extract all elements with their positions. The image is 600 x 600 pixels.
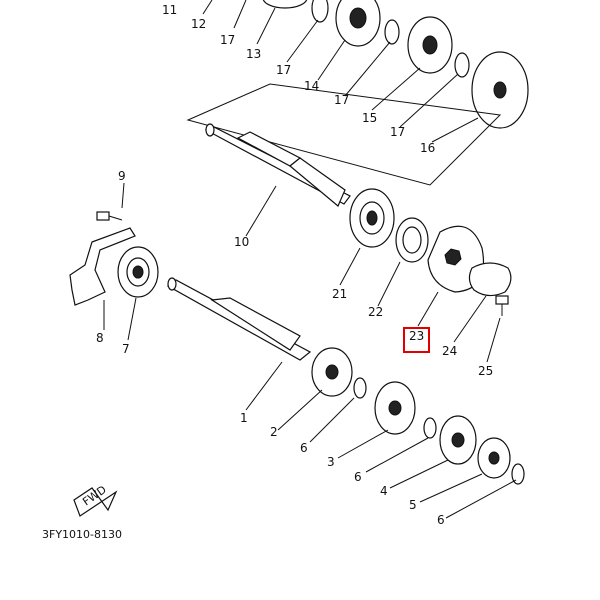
label-6: 6 (437, 513, 445, 527)
circlip-17a (384, 19, 400, 45)
label-21: 21 (332, 287, 347, 301)
label-1: 1 (240, 411, 248, 425)
circlip-6b (423, 417, 437, 439)
drive-axle (204, 123, 351, 207)
label-17: 17 (276, 63, 291, 77)
label-17: 17 (220, 33, 235, 47)
label-22: 22 (368, 305, 383, 319)
label-10: 10 (234, 235, 249, 249)
circlip-17b (454, 52, 470, 78)
label-6: 6 (354, 470, 362, 484)
bolt-9 (96, 211, 123, 221)
bearing-7 (117, 246, 159, 298)
retainer-24 (468, 262, 512, 297)
label-8: 8 (96, 331, 104, 345)
lower-gear-train (311, 347, 525, 485)
top-gear-cluster (262, 0, 529, 129)
bracket-8 (69, 227, 136, 306)
label-9: 9 (118, 169, 126, 183)
oil-seal-22 (395, 217, 429, 263)
bolt-25 (495, 295, 509, 316)
label-5: 5 (409, 498, 417, 512)
label-3: 3 (327, 455, 335, 469)
fwd-arrow-icon: FWD (73, 483, 118, 517)
label-2: 2 (270, 425, 278, 439)
main-axle-1 (166, 277, 312, 361)
circlip-6c (511, 463, 525, 485)
leader-lines (103, 0, 517, 519)
label-11: 11 (162, 3, 177, 17)
top-gear-partial (262, 0, 308, 9)
label-7: 7 (122, 342, 130, 356)
label-17: 17 (390, 125, 405, 139)
drive-axle-box (186, 83, 502, 186)
label-6: 6 (300, 441, 308, 455)
label-23: 23 (409, 329, 424, 343)
label-13: 13 (246, 47, 261, 61)
label-12: 12 (191, 17, 206, 31)
label-17: 17 (334, 93, 349, 107)
label-24: 24 (442, 344, 457, 358)
part-labels: 11 12 17 13 17 14 17 15 17 16 9 10 21 22… (96, 3, 493, 527)
label-16: 16 (420, 141, 435, 155)
label-15: 15 (362, 111, 377, 125)
label-4: 4 (380, 484, 388, 498)
highlight-box (403, 327, 430, 353)
label-25: 25 (478, 364, 493, 378)
circlip-top (311, 0, 329, 23)
label-14: 14 (304, 79, 319, 93)
part-code: 3FY1010-8130 (42, 528, 122, 541)
circlip-6a (353, 377, 367, 399)
bearing-21 (349, 188, 395, 248)
